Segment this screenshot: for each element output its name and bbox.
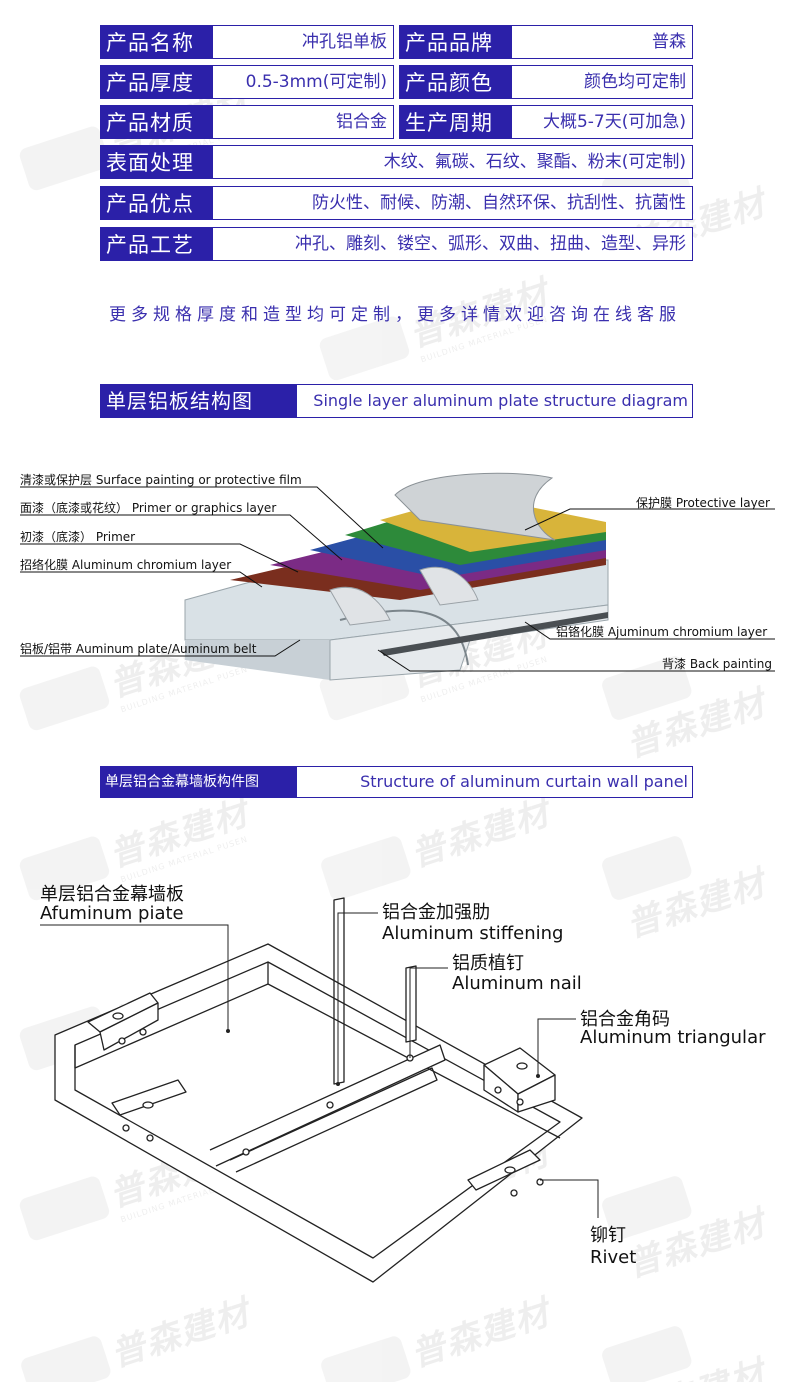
spec-value: 冲孔铝单板 [212, 25, 394, 59]
label-rivet-cn: 铆钉 [590, 1225, 626, 1246]
section-title-en: Structure of aluminum curtain wall panel [360, 772, 688, 791]
spec-row-advantages: 产品优点 防火性、耐候、防潮、自然环保、抗刮性、抗菌性 [100, 186, 693, 220]
spec-value: 大概5-7天(可加急) [511, 105, 693, 139]
label-stiffening-cn: 铝合金加强肋 [382, 902, 490, 923]
label-rivet-en: Rivet [590, 1247, 637, 1268]
spec-label: 产品品牌 [399, 25, 511, 59]
spec-label: 产品优点 [100, 186, 212, 220]
section-header-curtain-wall: 单层铝合金幕墙板构件图 Structure of aluminum curtai… [100, 766, 693, 798]
watermark-16: 普森建材 [600, 1294, 790, 1382]
spec-label: 产品颜色 [399, 65, 511, 99]
section-header-structure: 单层铝板结构图 Single layer aluminum plate stru… [100, 384, 693, 418]
spec-value: 防火性、耐候、防潮、自然环保、抗刮性、抗菌性 [212, 186, 693, 220]
spec-row-surface: 表面处理 木纹、氟碳、石纹、聚酯、粉末(可定制) [100, 145, 693, 179]
label-triangular-cn: 铝合金角码 [580, 1009, 670, 1030]
label-primer: 初漆（底漆） Primer [20, 530, 136, 544]
spec-label: 产品名称 [100, 25, 212, 59]
spec-label: 表面处理 [100, 145, 212, 179]
label-chromium-right: 铝铬化膜 Ajuminum chromium layer [556, 625, 768, 639]
spec-label: 产品厚度 [100, 65, 212, 99]
label-back-painting: 背漆 Back painting [662, 657, 772, 671]
spec-value: 颜色均可定制 [511, 65, 693, 99]
spec-value: 木纹、氟碳、石纹、聚酯、粉末(可定制) [212, 145, 693, 179]
label-chromium-layer: 招络化膜 Aluminum chromium layer [20, 558, 232, 572]
label-nail-en: Aluminum nail [452, 973, 582, 994]
label-triangular-en: Aluminum triangular [580, 1027, 766, 1048]
spec-value: 0.5-3mm(可定制) [212, 65, 394, 99]
spec-row-name: 产品名称 冲孔铝单板 产品品牌 普森 [100, 25, 693, 59]
layer-structure-diagram [20, 472, 775, 681]
section-title-cn: 单层铝合金幕墙板构件图 [101, 767, 297, 797]
label-protective-layer: 保护膜 Protective layer [636, 496, 770, 510]
spec-label: 产品工艺 [100, 227, 212, 261]
customization-note: 更多规格厚度和造型均可定制，更多详情欢迎咨询在线客服 [109, 305, 681, 325]
spec-label: 生产周期 [399, 105, 511, 139]
spec-value: 普森 [511, 25, 693, 59]
spec-value: 冲孔、雕刻、镂空、弧形、双曲、扭曲、造型、异形 [212, 227, 693, 261]
spec-value: 铝合金 [212, 105, 394, 139]
label-stiffening-en: Aluminum stiffening [382, 923, 564, 944]
spec-row-thickness: 产品厚度 0.5-3mm(可定制) 产品颜色 颜色均可定制 [100, 65, 693, 99]
label-plate-cn: 单层铝合金幕墙板 [40, 884, 184, 905]
spec-row-material: 产品材质 铝合金 生产周期 大概5-7天(可加急) [100, 105, 693, 139]
spec-row-process: 产品工艺 冲孔、雕刻、镂空、弧形、双曲、扭曲、造型、异形 [100, 227, 693, 261]
section-title-en: Single layer aluminum plate structure di… [313, 391, 688, 410]
label-aluminum-plate: 铝板/铝带 Auminum plate/Auminum belt [20, 642, 257, 656]
label-plate-en: Afuminum piate [40, 903, 184, 924]
label-surface-film: 清漆或保护层 Surface painting or protective fi… [20, 473, 302, 487]
label-nail-cn: 铝质植钉 [452, 953, 524, 974]
curtain-wall-diagram [40, 897, 599, 1283]
label-primer-graphics: 面漆（底漆或花纹） Primer or graphics layer [20, 501, 277, 515]
section-title-cn: 单层铝板结构图 [101, 385, 297, 417]
spec-label: 产品材质 [100, 105, 212, 139]
